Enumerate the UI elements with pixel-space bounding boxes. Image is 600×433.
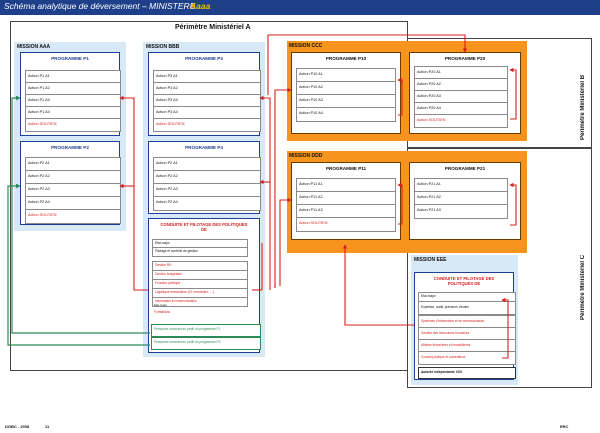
cp-bbb-extra: Etat-major bbox=[154, 303, 167, 307]
action-p4-a4: Action P2 A4 bbox=[153, 196, 261, 211]
perimeter-a-title: Périmètre Ministériel A bbox=[175, 24, 251, 31]
program-p4-title: PROGRAMME P4 bbox=[185, 145, 223, 150]
program-p21-title: PROGRAMME P21 bbox=[444, 166, 486, 171]
red-arrow-to-p11 bbox=[279, 197, 292, 286]
action-p11-soutien: Action SOUTIEN bbox=[296, 217, 396, 232]
personnel-p2: Personnel oeuvrant au profit du programm… bbox=[151, 337, 261, 350]
program-p11: PROGRAMME P11 Action P11 A1 Action P11 A… bbox=[291, 162, 401, 240]
action-p10-a4: Action P10 A4 bbox=[296, 107, 396, 122]
action-p21-a3: Action P21 A3 bbox=[414, 204, 508, 219]
program-p3: PROGRAMME P3 Action P3 A1 Action P3 A2 A… bbox=[148, 52, 261, 136]
red-arrow-top-loop bbox=[267, 34, 468, 95]
footer-page-number: 11 bbox=[45, 424, 50, 429]
action-p20-soutien: Action SOUTIEN bbox=[414, 114, 508, 128]
mission-bbb-label: MISSION BBB bbox=[146, 44, 180, 50]
program-p2-title: PROGRAMME P2 bbox=[51, 145, 89, 150]
cp-eee-expertise: Expertise, audit, prévision, études bbox=[418, 301, 516, 315]
program-p11-title: PROGRAMME P11 bbox=[325, 166, 367, 171]
green-arrow-to-p1 bbox=[11, 95, 150, 334]
program-p2: PROGRAMME P2 Action P2 A1 Action P2 A2 A… bbox=[20, 141, 121, 225]
program-p21: PROGRAMME P21 Action P21 A1 Action P21 A… bbox=[409, 162, 521, 240]
cp-bbb-information: Information et communication bbox=[152, 297, 248, 307]
personnel-p1: Personnel oeuvrant au profit du programm… bbox=[151, 324, 261, 337]
red-arrow-p20-internal bbox=[509, 67, 517, 120]
cp-bbb-formations: Formations bbox=[154, 310, 170, 314]
cp-eee-conseil-juridique: Conseil juridique et contentieux bbox=[418, 351, 516, 365]
conduite-pilotage-bbb-title: CONDUITE ET PILOTAGE DES POLITIQUES DE bbox=[160, 222, 248, 232]
program-p1-title: PROGRAMME P1 bbox=[51, 56, 89, 61]
cp-bbb-pilotage: Pilotage et contrôle de gestion bbox=[152, 247, 248, 257]
program-p20-title: PROGRAMME P20 bbox=[444, 56, 486, 61]
conduite-pilotage-eee-title: CONDUITE ET PILOTAGE DES POLITIQUES DE bbox=[433, 276, 495, 286]
mission-eee-label: MISSION EEE bbox=[414, 257, 447, 263]
footer-right: ERC bbox=[560, 424, 569, 429]
mission-aaa-label: MISSION AAA bbox=[17, 44, 51, 50]
autorite-independante: Autorité indépendante XXX bbox=[418, 367, 516, 379]
mission-ccc-label: MISSION CCC bbox=[289, 43, 323, 49]
action-p3-soutien: Action SOUTIEN bbox=[153, 118, 261, 132]
green-arrow-to-p2 bbox=[7, 183, 150, 346]
red-arrow-p21-internal bbox=[509, 182, 517, 226]
red-arrow-p11-internal bbox=[397, 182, 403, 225]
red-arrow-to-p10 bbox=[274, 87, 292, 288]
page-title-highlight: Aaaa bbox=[190, 1, 211, 11]
page-title: Schéma analytique de déversement – MINIS… bbox=[4, 1, 196, 11]
program-p10: PROGRAMME P10 Action P10 A1 Action P10 A… bbox=[291, 52, 401, 134]
red-arrow-p10-internal bbox=[397, 77, 403, 116]
red-arrow-eee-internal bbox=[501, 297, 509, 359]
program-p1: PROGRAMME P1 Action P1 A1 Action P1 A2 A… bbox=[20, 52, 121, 136]
program-p4: PROGRAMME P4 Action P2 A1 Action P2 A2 A… bbox=[148, 141, 261, 214]
program-p20: PROGRAMME P20 Action P20 A1 Action P20 A… bbox=[409, 52, 521, 134]
action-p2-soutien: Action SOUTIEN bbox=[25, 209, 121, 224]
red-arrow-eee-to-ddd bbox=[342, 244, 414, 326]
header-bar: Schéma analytique de déversement – MINIS… bbox=[0, 0, 600, 15]
program-p3-title: PROGRAMME P3 bbox=[185, 56, 223, 61]
red-arrow-p3 bbox=[259, 95, 271, 290]
mission-ddd-label: MISSION DDD bbox=[289, 153, 323, 159]
red-arrow-p1 bbox=[119, 95, 148, 291]
action-p1-soutien: Action SOUTIEN bbox=[25, 118, 121, 132]
program-p10-title: PROGRAMME P10 bbox=[325, 56, 367, 61]
conduite-pilotage-bbb: CONDUITE ET PILOTAGE DES POLITIQUES DE E… bbox=[148, 218, 261, 353]
footer-left: DGBC - 2008 bbox=[5, 424, 30, 429]
cp-eee-systemes-information: Systèmes d'information et de communicati… bbox=[418, 315, 516, 329]
conduite-pilotage-eee: CONDUITE ET PILOTAGE DES POLITIQUES DE E… bbox=[414, 272, 516, 380]
